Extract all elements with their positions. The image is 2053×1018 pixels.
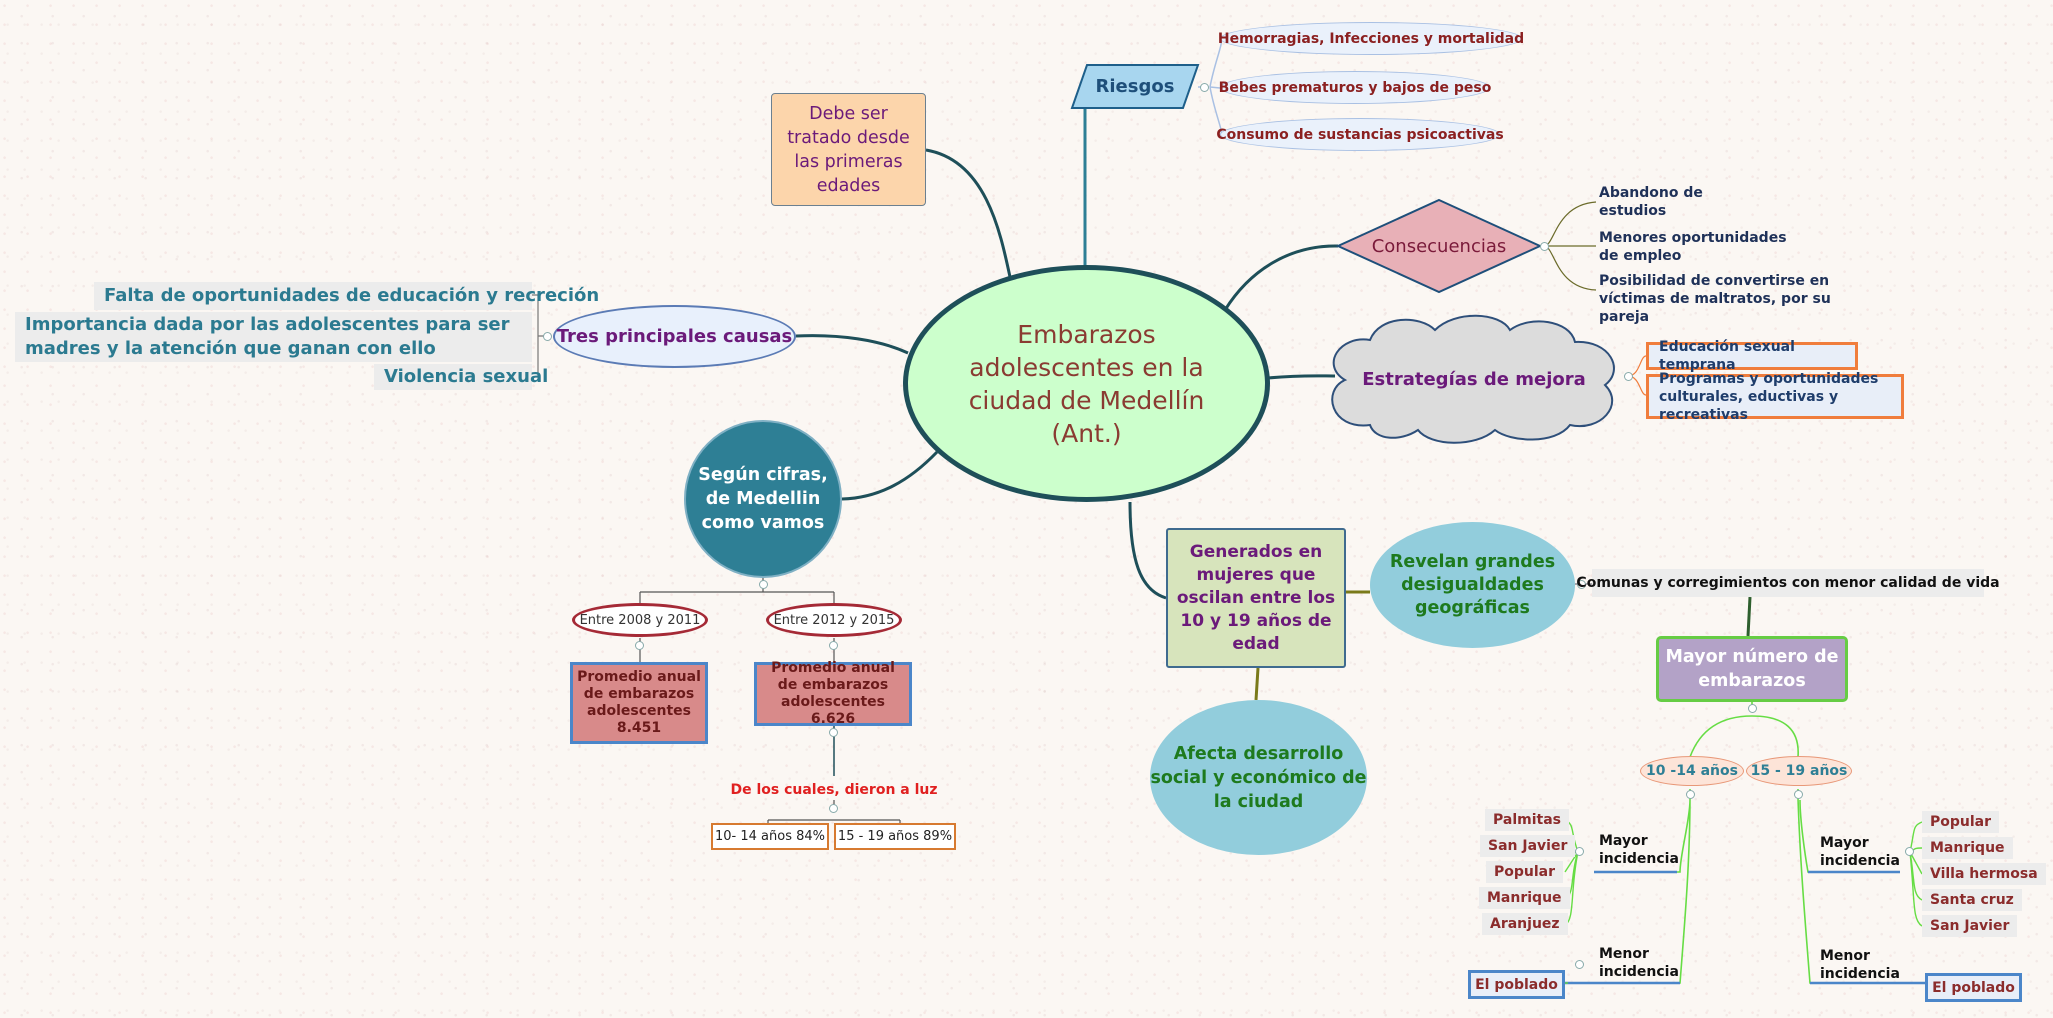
annual-average-box[interactable]: Promedio anual de embarazos adolescentes…	[570, 662, 708, 744]
risk-item[interactable]: Consumo de sustancias psicoactivas	[1216, 118, 1504, 151]
percentage-box[interactable]: 10- 14 años 84%	[711, 823, 829, 850]
mayor-incidencia-label[interactable]: Mayor incidencia	[1599, 833, 1679, 867]
cause-item[interactable]: Importancia dada por las adolescentes pa…	[15, 312, 532, 362]
collapse-toggle-icon[interactable]	[829, 804, 838, 813]
age-group-10-14[interactable]: 10 -14 años	[1640, 756, 1744, 786]
place-item[interactable]: Manrique	[1479, 887, 1570, 909]
topic-comunas-corregimientos[interactable]: Comunas y corregimientos con menor calid…	[1576, 569, 2000, 597]
place-item[interactable]: Palmitas	[1485, 809, 1569, 831]
topic-riesgos[interactable]: Riesgos	[1072, 65, 1198, 108]
collapse-toggle-icon[interactable]	[1577, 580, 1586, 589]
central-topic[interactable]: Embarazos adolescentes en la ciudad de M…	[903, 265, 1270, 502]
collapse-toggle-icon[interactable]	[1748, 704, 1757, 713]
collapse-toggle-icon[interactable]	[1540, 242, 1549, 251]
el-poblado-box[interactable]: El poblado	[1925, 973, 2022, 1002]
topic-consecuencias[interactable]: Consecuencias	[1338, 200, 1540, 292]
place-item[interactable]: Manrique	[1922, 837, 2013, 859]
risk-item[interactable]: Hemorragias, Infecciones y mortalidad	[1218, 22, 1524, 55]
topic-estrategias-de-mejora[interactable]: Estrategías de mejora	[1325, 320, 1623, 438]
consecuencias-label: Consecuencias	[1371, 235, 1507, 257]
collapse-toggle-icon[interactable]	[759, 580, 768, 589]
topic-afecta-desarrollo[interactable]: Afecta desarrollo social y económico de …	[1150, 700, 1367, 855]
period-label[interactable]: Entre 2008 y 2011	[572, 603, 708, 637]
estrategias-label: Estrategías de mejora	[1362, 368, 1586, 390]
collapse-toggle-icon[interactable]	[1624, 372, 1633, 381]
annual-average-box[interactable]: Promedio anual de embarazos adolescentes…	[754, 660, 912, 727]
percentage-box[interactable]: 15 - 19 años 89%	[834, 823, 956, 850]
risk-item[interactable]: Bebes prematuros y bajos de peso	[1219, 71, 1491, 104]
collapse-toggle-icon[interactable]	[635, 641, 644, 650]
cause-item[interactable]: Violencia sexual	[374, 364, 548, 390]
strategy-item[interactable]: Programas y oportunidades culturales, ed…	[1646, 371, 1904, 423]
menor-incidencia-label[interactable]: Menor incidencia	[1820, 948, 1900, 982]
consequence-item[interactable]: Abandono de estudios	[1599, 185, 1703, 219]
dieron-a-luz-label[interactable]: De los cuales, dieron a luz	[730, 782, 938, 798]
place-item[interactable]: Villa hermosa	[1922, 863, 2046, 885]
topic-revelan-desigualdades[interactable]: Revelan grandes desigualdades geográfica…	[1370, 522, 1575, 648]
collapse-toggle-icon[interactable]	[1794, 790, 1803, 799]
consequence-item[interactable]: Menores oportunidades de empleo	[1599, 230, 1787, 264]
place-item[interactable]: Santa cruz	[1922, 889, 2022, 911]
collapse-toggle-icon[interactable]	[543, 332, 552, 341]
place-item[interactable]: San Javier	[1922, 915, 2018, 937]
collapse-toggle-icon[interactable]	[1686, 790, 1695, 799]
place-item[interactable]: San Javier	[1480, 835, 1576, 857]
cause-item[interactable]: Falta de oportunidades de educación y re…	[94, 282, 599, 310]
el-poblado-box[interactable]: El poblado	[1468, 970, 1565, 999]
topic-mayor-numero-embarazos[interactable]: Mayor número de embarazos	[1656, 636, 1848, 702]
age-group-15-19[interactable]: 15 - 19 años	[1746, 756, 1852, 786]
topic-segun-cifras[interactable]: Según cifras, de Medellin como vamos	[684, 420, 842, 578]
topic-tres-principales-causas[interactable]: Tres principales causas	[553, 305, 796, 368]
period-label[interactable]: Entre 2012 y 2015	[766, 603, 902, 637]
mayor-incidencia-label[interactable]: Mayor incidencia	[1820, 835, 1900, 869]
place-item[interactable]: Aranjuez	[1482, 913, 1568, 935]
topic-debe-ser-tratado[interactable]: Debe ser tratado desde las primeras edad…	[771, 93, 926, 206]
strategy-item[interactable]: Educación sexual temprana	[1646, 339, 1858, 373]
collapse-toggle-icon[interactable]	[829, 641, 838, 650]
topic-generados-en-mujeres[interactable]: Generados en mujeres que oscilan entre l…	[1166, 528, 1346, 668]
collapse-toggle-icon[interactable]	[829, 728, 838, 737]
place-item[interactable]: Popular	[1922, 811, 2000, 833]
riesgos-label: Riesgos	[1095, 76, 1175, 97]
consequence-item[interactable]: Posibilidad de convertirse en víctimas d…	[1599, 273, 1831, 325]
collapse-toggle-icon[interactable]	[1200, 83, 1209, 92]
collapse-toggle-icon[interactable]	[1575, 960, 1584, 969]
collapse-toggle-icon[interactable]	[1905, 847, 1914, 856]
collapse-toggle-icon[interactable]	[1575, 847, 1584, 856]
place-item[interactable]: Popular	[1486, 861, 1564, 883]
menor-incidencia-label[interactable]: Menor incidencia	[1599, 946, 1679, 980]
